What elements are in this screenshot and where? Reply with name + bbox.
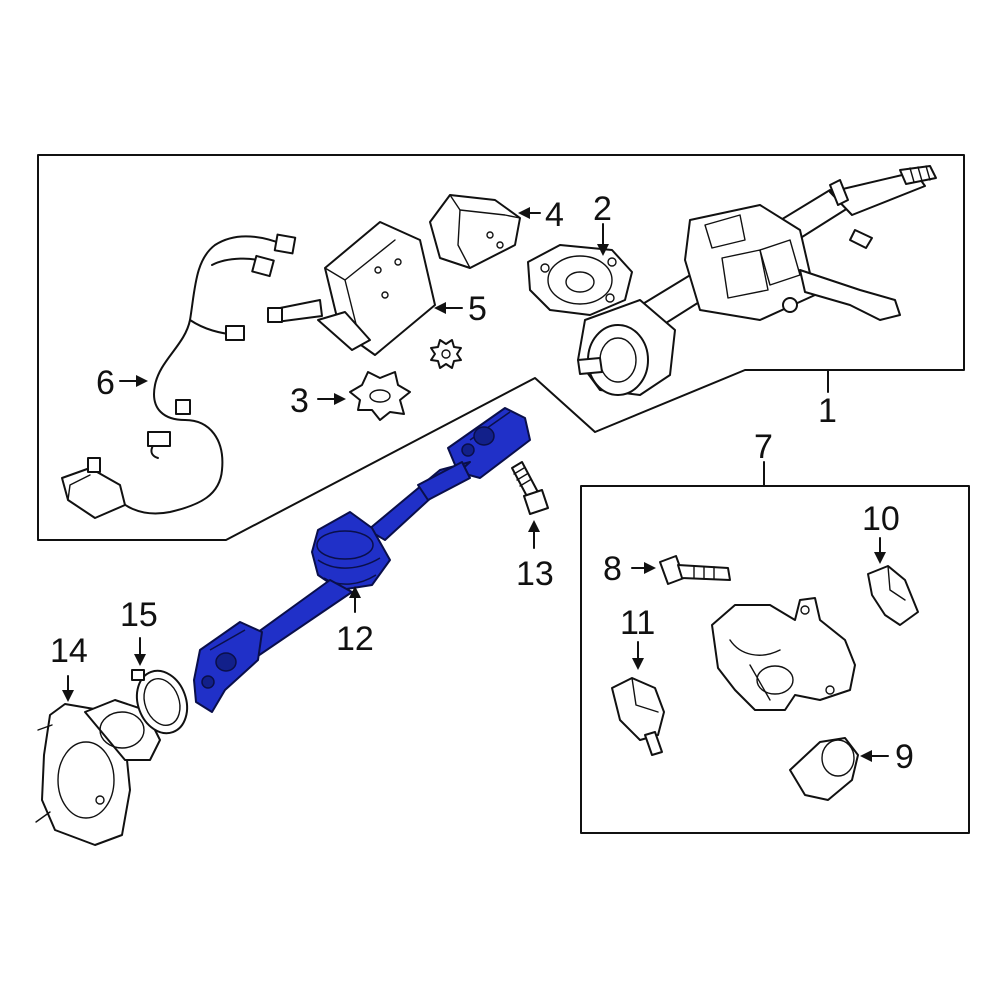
- part-9-cap[interactable]: [789, 737, 859, 801]
- part-15-clamp[interactable]: [129, 664, 196, 741]
- part-10-switch[interactable]: [867, 565, 919, 626]
- ignition-parts-box: [580, 485, 970, 834]
- callout-5-leader: [434, 302, 463, 314]
- upper-assembly-box: [37, 154, 965, 541]
- ignition-lock-housing[interactable]: [711, 597, 856, 711]
- callout-9-leader: [860, 750, 889, 762]
- part-12-intermediate-shaft[interactable]: [193, 407, 531, 713]
- callout-4-leader: [518, 207, 541, 219]
- steering-column-assembly[interactable]: [527, 165, 937, 396]
- callout-number-6: 6: [96, 364, 115, 402]
- callout-number-4: 4: [545, 196, 564, 234]
- callout-number-7: 7: [754, 428, 773, 466]
- callout-number-11: 11: [620, 604, 655, 642]
- callout-3-leader: [317, 393, 346, 405]
- callout-number-12: 12: [336, 620, 374, 658]
- part-4-cover[interactable]: [429, 194, 521, 269]
- callout-number-9: 9: [895, 738, 914, 776]
- callout-number-13: 13: [516, 555, 554, 593]
- part-14-dust-cover[interactable]: [35, 699, 161, 846]
- small-star-washer[interactable]: [430, 339, 462, 369]
- callout-number-2: 2: [593, 190, 612, 228]
- callout-13-leader: [528, 520, 540, 549]
- callout-number-10: 10: [862, 500, 900, 538]
- callout-14-leader: [62, 675, 74, 702]
- callout-number-15: 15: [120, 596, 158, 634]
- part-13-bolt[interactable]: [511, 461, 549, 515]
- callout-number-8: 8: [603, 550, 622, 588]
- callout-number-5: 5: [468, 290, 487, 328]
- callout-12-leader: [349, 586, 361, 613]
- callout-number-14: 14: [50, 632, 88, 670]
- part-8-bolt[interactable]: [659, 555, 731, 585]
- part-3-star-coupling[interactable]: [349, 371, 411, 421]
- callout-6-leader: [119, 375, 148, 387]
- callout-15-leader: [134, 637, 146, 666]
- callout-number-3: 3: [290, 382, 309, 420]
- callout-number-1: 1: [818, 392, 837, 430]
- part-6-wire-harness[interactable]: [61, 233, 297, 519]
- part-11-key-interlock[interactable]: [611, 677, 665, 756]
- callout-11-leader: [632, 641, 644, 670]
- callout-8-leader: [631, 562, 656, 574]
- part-5-cover-housing[interactable]: [267, 221, 436, 356]
- callout-10-leader: [874, 537, 886, 564]
- callout-2: [597, 223, 609, 256]
